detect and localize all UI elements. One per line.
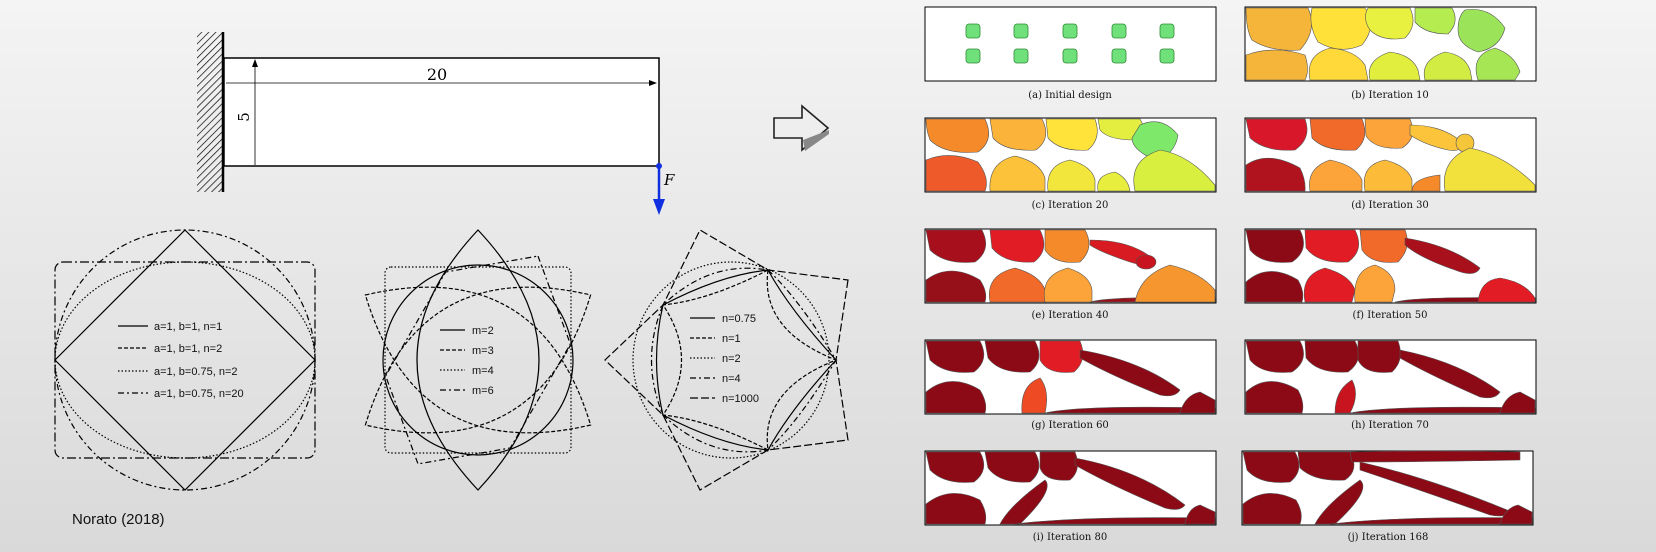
iteration-panel-g: (g) Iteration 60 xyxy=(924,339,1217,431)
legend-m6: m=6 xyxy=(472,385,494,397)
caption-h: (h) Iteration 70 xyxy=(1351,420,1429,431)
iteration-panel-a: (a) Initial design xyxy=(924,6,1217,101)
legend-n-2: n=2 xyxy=(722,353,741,365)
fixed-support-wall xyxy=(197,32,222,192)
legend-n075: n=0.75 xyxy=(722,313,756,325)
caption-g: (g) Iteration 60 xyxy=(1031,420,1109,431)
superellipse-legend: a=1, b=1, n=1 a=1, b=1, n=2 a=1, b=0.75,… xyxy=(118,321,244,400)
legend-m3: m=3 xyxy=(472,345,494,357)
length-label: 20 xyxy=(427,65,447,84)
legend-b075-n20: a=1, b=0.75, n=20 xyxy=(154,388,244,400)
caption-a: (a) Initial design xyxy=(1028,90,1112,101)
legend-n-4: n=4 xyxy=(722,373,741,385)
iteration-panel-f: (f) Iteration 50 xyxy=(1244,228,1537,321)
iteration-grid: (a) Initial design (b) Iteration 10 xyxy=(924,6,1537,543)
legend-m2: m=2 xyxy=(472,325,494,337)
legend-b075-n2: a=1, b=0.75, n=2 xyxy=(154,366,238,378)
iteration-panel-c: (c) Iteration 20 xyxy=(924,117,1217,211)
beam-body xyxy=(223,57,660,167)
force-label: F xyxy=(663,171,675,189)
height-label: 5 xyxy=(235,112,253,122)
iteration-panel-i: (i) Iteration 80 xyxy=(924,450,1217,543)
caption-e: (e) Iteration 40 xyxy=(1031,310,1108,321)
n-legend: n=0.75 n=1 n=2 n=4 n=1000 xyxy=(690,313,759,405)
superellipse-diagram xyxy=(54,229,316,491)
n-shapes-diagram xyxy=(604,229,849,491)
legend-n2: a=1, b=1, n=2 xyxy=(154,343,222,355)
caption-b: (b) Iteration 10 xyxy=(1351,90,1429,101)
caption-i: (i) Iteration 80 xyxy=(1033,532,1107,543)
legend-n1: a=1, b=1, n=1 xyxy=(154,321,222,333)
author-credit: Norato (2018) xyxy=(72,511,165,528)
caption-f: (f) Iteration 50 xyxy=(1353,310,1428,321)
caption-d: (d) Iteration 30 xyxy=(1351,200,1429,211)
iteration-panel-b: (b) Iteration 10 xyxy=(1244,6,1537,101)
legend-n-1: n=1 xyxy=(722,333,741,345)
iteration-panel-d: (d) Iteration 30 xyxy=(1244,117,1537,211)
legend-m4: m=4 xyxy=(472,365,494,377)
legend-n-1000: n=1000 xyxy=(722,393,759,405)
iteration-panel-h: (h) Iteration 70 xyxy=(1244,339,1537,431)
m-shapes-diagram xyxy=(364,229,592,491)
caption-j: (j) Iteration 168 xyxy=(1348,532,1429,543)
iteration-panel-e: (e) Iteration 40 xyxy=(924,228,1217,321)
iteration-panel-j: (j) Iteration 168 xyxy=(1241,450,1534,543)
m-legend: m=2 m=3 m=4 m=6 xyxy=(440,325,494,397)
caption-c: (c) Iteration 20 xyxy=(1032,200,1109,211)
cantilever-beam-diagram: 20 5 F xyxy=(197,32,675,215)
transition-arrow-icon xyxy=(773,104,830,152)
